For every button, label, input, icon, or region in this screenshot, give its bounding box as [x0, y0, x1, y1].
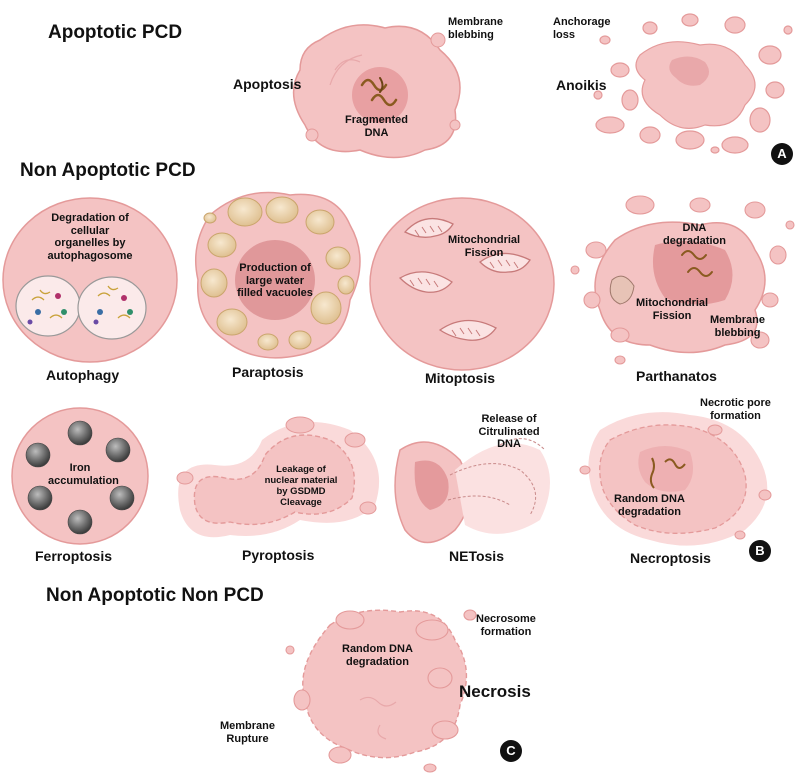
pyroptosis-cell	[176, 416, 380, 538]
label-necrosis: Necrosis	[459, 682, 531, 701]
label-pyroptosis: Pyroptosis	[242, 547, 315, 563]
label-mitoptosis: Mitoptosis	[425, 370, 495, 386]
panel-badge-c: C	[500, 740, 522, 762]
necroptosis-cell	[579, 412, 772, 546]
label-necroptosis: Necroptosis	[630, 550, 711, 566]
section-title-non-apoptotic-non-pcd: Non Apoptotic Non PCD	[46, 585, 264, 606]
mitoptosis-cell	[369, 197, 555, 371]
label-apoptosis: Apoptosis	[233, 76, 302, 92]
label-netosis: NETosis	[449, 548, 504, 564]
panel-badge-b: B	[749, 540, 771, 562]
apoptosis-cell	[292, 24, 461, 159]
label-anoikis: Anoikis	[556, 77, 607, 93]
necrosis-cell	[285, 609, 477, 773]
label-autophagy: Autophagy	[46, 367, 120, 383]
panel-badge-a: A	[771, 143, 793, 165]
anoikis-cell	[593, 13, 793, 154]
section-title-non-apoptotic: Non Apoptotic PCD	[20, 160, 196, 181]
parthanatos-cell	[570, 195, 795, 365]
label-parthanatos: Parthanatos	[636, 368, 717, 384]
autophagy-cell	[2, 197, 178, 363]
ferroptosis-cell	[11, 407, 149, 545]
label-ferroptosis: Ferroptosis	[35, 548, 113, 564]
section-title-apoptotic: Apoptotic PCD	[48, 22, 183, 43]
label-paraptosis: Paraptosis	[232, 364, 304, 380]
paraptosis-cell	[195, 191, 361, 359]
netosis-cell	[394, 438, 550, 544]
